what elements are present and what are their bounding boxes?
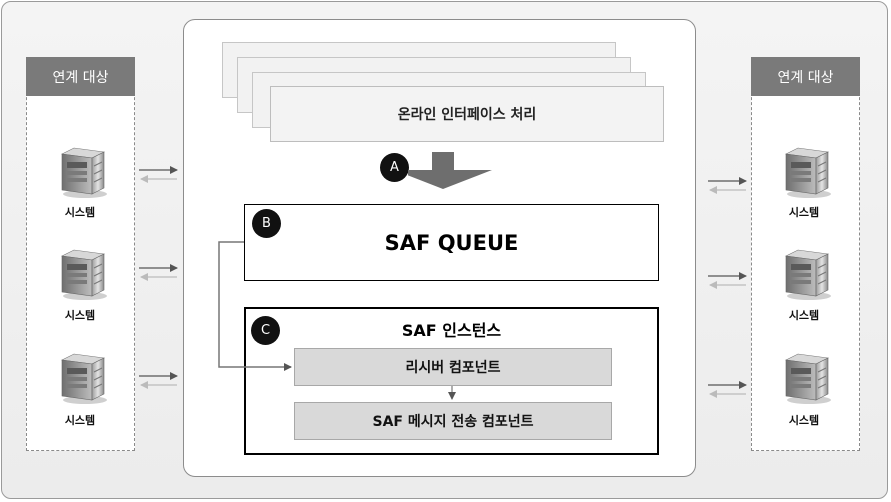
receiver-component-label: 리시버 컴포넌트 [405,360,501,376]
saf-instance-title: SAF 인스턴스 [401,321,502,340]
queue-to-receiver-connector [218,241,292,371]
system-label: 시스템 [64,206,96,219]
system-label: 시스템 [788,414,820,427]
online-interface-label: 온라인 인터페이스 처리 [397,107,537,123]
badge-c: C [251,316,280,345]
badge-a: A [380,153,409,182]
saf-queue-box: SAF QUEUE [244,204,659,281]
right-column-header: 연계 대상 [751,57,860,96]
left-column-header: 연계 대상 [26,57,135,96]
left-arrows [139,166,178,389]
saf-instance-box: SAF 인스턴스 리시버 컴포넌트 SAF 메시지 전송 컴포넌트 [244,307,659,455]
system-label: 시스템 [788,206,820,219]
online-interface-card: 온라인 인터페이스 처리 [270,86,664,142]
saf-message-send-component: SAF 메시지 전송 컴포넌트 [294,402,612,440]
receiver-component: 리시버 컴포넌트 [294,348,612,386]
saf-message-send-component-label: SAF 메시지 전송 컴포넌트 [372,414,534,430]
badge-b: B [252,209,281,238]
right-arrows [708,177,747,398]
system-label: 시스템 [64,309,96,322]
down-arrow-icon [408,152,492,189]
saf-queue-label: SAF QUEUE [384,230,519,255]
system-label: 시스템 [788,309,820,322]
system-label: 시스템 [64,414,96,427]
